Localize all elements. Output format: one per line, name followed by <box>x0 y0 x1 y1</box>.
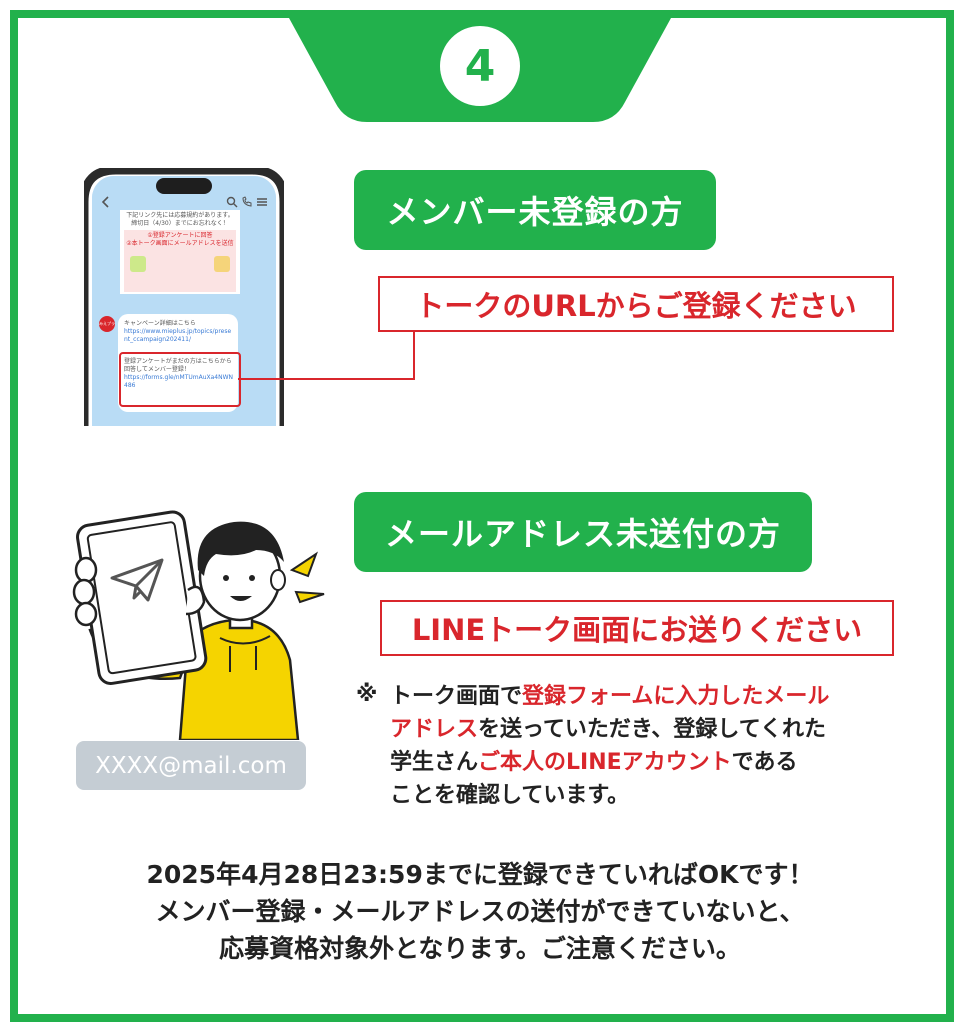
note-line1-red: 登録フォームに入力したメール <box>522 684 830 709</box>
note-mark: ※ <box>356 682 378 707</box>
phone-banner-1: ①登録アンケートに回答 <box>147 232 213 239</box>
section1-callout: トークのURLからご登録ください <box>378 276 894 332</box>
note-line4: ことを確認しています。 <box>390 783 630 808</box>
note-text: トーク画面で登録フォームに入力したメール アドレスを送っていただき、登録してくれ… <box>390 680 890 812</box>
search-icon <box>226 196 238 208</box>
chat-msg1-label: キャンペーン詳細はこちら <box>124 320 196 327</box>
note-line2-b: を送っていただき、登録してくれた <box>478 717 827 742</box>
note-line3-red: ご本人のLINEアカウント <box>478 750 732 775</box>
phone-banner-2: ②本トーク画面にメールアドレスを送信 <box>126 240 234 247</box>
phone-icon <box>242 196 252 207</box>
chat-msg1-link[interactable]: https://www.mieplus.jp/topics/present_cc… <box>124 328 232 343</box>
phone-frame <box>84 168 284 426</box>
connector-line <box>238 378 414 380</box>
back-arrow-icon <box>101 196 109 208</box>
person-illustration <box>72 510 325 740</box>
menu-icon <box>257 198 267 206</box>
section2-heading: メールアドレス未送付の方 <box>354 492 812 572</box>
email-example: XXXX@mail.com <box>76 741 306 790</box>
phone-top-text-1: 下記リンク先には応募規約があります。 <box>126 212 234 219</box>
footer-message: 2025年4月28日23:59までに登録できていればOKです！ メンバー登録・メ… <box>80 856 880 967</box>
note-line2-red: アドレス <box>390 717 479 742</box>
phone-top-text-2: 締切日（4/30）までにお忘れなく！ <box>131 220 229 227</box>
connector-line-vertical <box>413 328 415 380</box>
section1-heading: メンバー未登録の方 <box>354 170 716 250</box>
paper-plane-icon <box>110 558 164 602</box>
step-number: 4 <box>440 26 520 106</box>
chat-bubble: キャンペーン詳細はこちら https://www.mieplus.jp/topi… <box>118 314 238 412</box>
footer-line1: 2025年4月28日23:59までに登録できていればOKです！ <box>146 860 814 889</box>
note-line1-a: トーク画面で <box>390 684 523 709</box>
avatar: みえプラス <box>99 316 115 332</box>
note-line3-a: 学生さん <box>390 750 479 775</box>
chat-msg2-text: 登録アンケートがまだの方はこちらから回答してメンバー登録！ <box>124 358 232 373</box>
chat-msg2-link[interactable]: https://forms.gle/nMTUmAuXa4NWN486 <box>124 374 234 389</box>
link-highlight-box <box>119 352 241 407</box>
footer-line2: メンバー登録・メールアドレスの送付ができていないと、 <box>155 897 805 926</box>
section2-callout: LINEトーク画面にお送りください <box>380 600 894 656</box>
note-line3-b: である <box>731 750 798 775</box>
footer-line3: 応募資格対象外となります。ご注意ください。 <box>219 934 741 963</box>
